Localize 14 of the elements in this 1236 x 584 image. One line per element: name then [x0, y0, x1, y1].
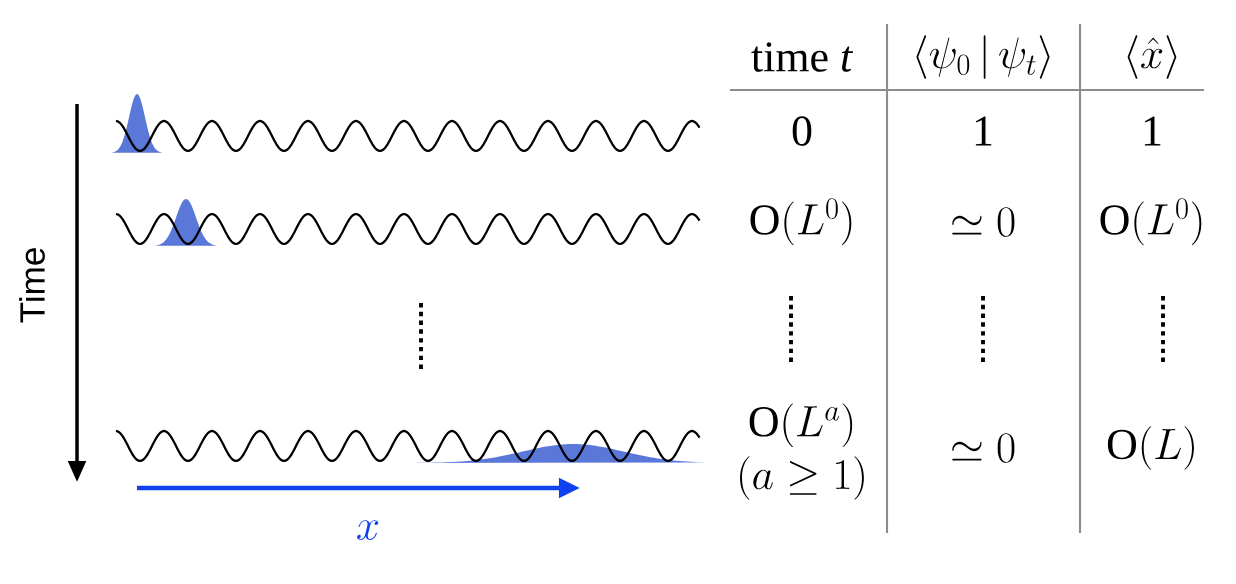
table-cell: $\begin{array}{c}\mathrm{O}(L^a)\\(a\geq 1)\end{array}$ [740, 403, 864, 500]
table-cell: 1 [1144, 116, 1161, 146]
table-cell: $\simeq 0$ [952, 433, 1015, 463]
table-cell: $\mathrm{O}(L)$ [1107, 426, 1194, 470]
table-cell: $\simeq 0$ [952, 207, 1015, 237]
axis-label: Time [19, 248, 45, 323]
table-cell: $\mathrm{O}(L^0)$ [750, 198, 852, 246]
table-header: $\langle\hat{x}\rangle$ [1127, 35, 1177, 79]
axis-label: $x$ [357, 520, 379, 540]
table-cell: $\mathrm{O}(L^0)$ [1100, 198, 1202, 246]
table-cell: 1 [975, 116, 992, 146]
table-header: time t [751, 42, 854, 72]
table-cell: 0 [792, 116, 812, 146]
table-header: $\langle\psi_0\,|\,\psi_t\rangle$ [916, 35, 1050, 79]
